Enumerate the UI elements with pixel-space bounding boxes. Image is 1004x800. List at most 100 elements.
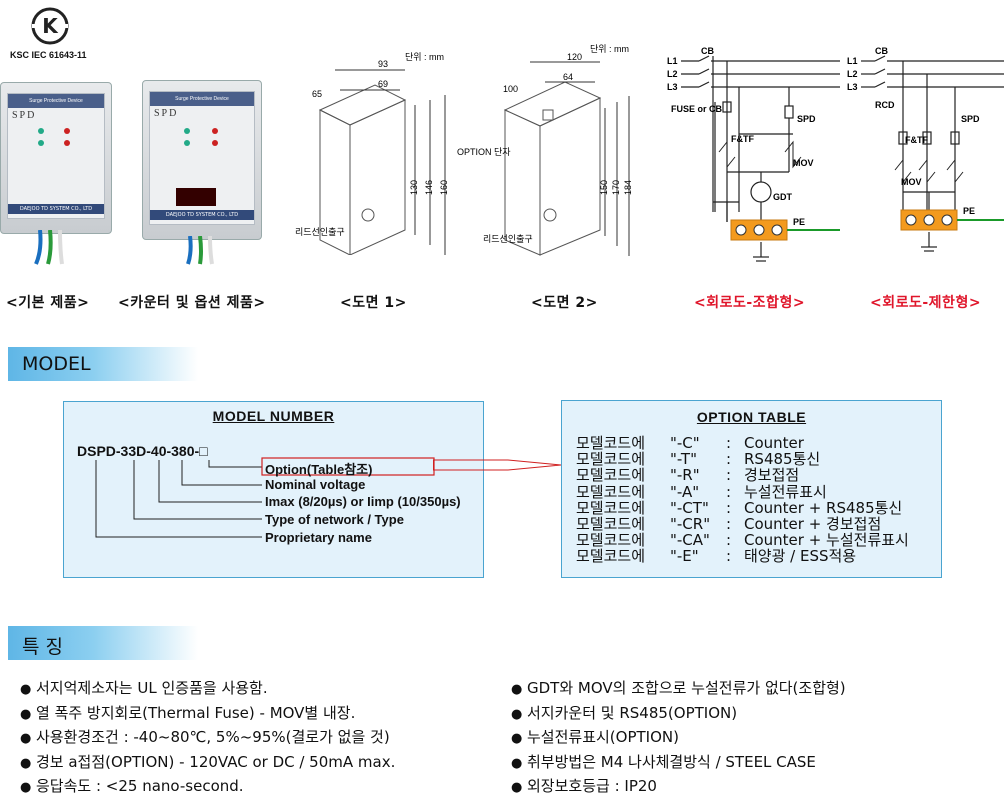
spd-label: SPD (797, 114, 816, 124)
led-red (212, 140, 218, 146)
feature-item: ●경보 a접점(OPTION) - 120VAC or DC / 50mA ma… (20, 751, 395, 776)
led-red (64, 128, 70, 134)
line-l3-label: L3 (847, 82, 858, 92)
led-red (64, 140, 70, 146)
dim-100: 100 (503, 84, 518, 94)
caption-basic-product: <기본 제품> (6, 295, 90, 311)
option-prefix: 모델코드에 (576, 547, 646, 566)
option-prefix: 모델코드에 (576, 531, 646, 550)
option-row: 모델코드에"-T":RS485통신 (576, 451, 909, 467)
model-number-heading: MODEL NUMBER (212, 408, 335, 424)
option-prefix: 모델코드에 (576, 434, 646, 452)
bullet-icon: ● (20, 755, 32, 771)
option-row: 모델코드에"-CR":Counter + 경보접점 (576, 516, 909, 532)
current-rating-label: Imax (8/20µs) or Iimp (10/350µs) (265, 494, 461, 509)
counter-product-image: Surge Protective Device SPD DAEJOO TD SY… (142, 80, 262, 240)
option-sep: : (726, 531, 732, 550)
option-code: "-A" (670, 482, 700, 501)
section-title: MODEL (22, 353, 91, 375)
circuit-diagram-limiting: L1 L2 L3 CB RCD SPD F&TF MOV PE (847, 46, 1004, 252)
option-desc: Counter + 누설전류표시 (744, 531, 909, 550)
ks-standard-label: KSC IEC 61643-11 (10, 50, 87, 60)
option-prefix: 모델코드에 (576, 482, 646, 501)
feature-text: 열 폭주 방지회로(Thermal Fuse) - MOV별 내장. (36, 703, 356, 722)
option-code: "-T" (670, 450, 697, 469)
feature-text: 사용환경조건 : -40~80℃, 5%~95%(결로가 없을 것) (36, 728, 390, 746)
option-sep: : (726, 482, 732, 501)
product-title: Surge Protective Device (150, 92, 254, 106)
bullet-icon: ● (20, 731, 32, 746)
caption-drawing-2: <도면 2> (531, 295, 598, 311)
feature-text: 누설전류표시(OPTION) (527, 728, 679, 746)
mov-label: MOV (793, 158, 814, 168)
led-green (184, 128, 190, 134)
option-desc: RS485통신 (744, 450, 821, 469)
spd-label: SPD (961, 114, 980, 124)
ks-cert-logo: K (31, 7, 69, 45)
option-row: 모델코드에"-CA":Counter + 누설전류표시 (576, 532, 909, 548)
caption-counter-product: <카운터 및 옵션 제품> (118, 295, 266, 311)
feature-item: ●누설전류표시(OPTION) (511, 726, 846, 751)
line-l2-label: L2 (667, 69, 678, 79)
model-code-leader-lines (95, 457, 435, 538)
unit-label: 단위 : mm (405, 52, 444, 62)
option-terminal-label: OPTION 단자 (457, 147, 511, 157)
option-code: "-CR" (670, 515, 711, 534)
option-code: "-CT" (670, 498, 709, 517)
maker-label: DAEJOO TD SYSTEM CO., LTD (8, 204, 104, 214)
option-desc: 태양광 / ESS적용 (744, 547, 857, 566)
product-lead-wires (34, 230, 64, 265)
option-sep: : (726, 498, 732, 517)
option-code: "-E" (670, 547, 699, 566)
option-desc: Counter + RS485통신 (744, 498, 903, 517)
lead-wire-outlet-label: 리드선인출구 (295, 227, 345, 237)
feature-text: 서지억제소자는 UL 인증품을 사용함. (36, 679, 268, 697)
section-header-features: 특 징 (8, 626, 198, 660)
caption-drawing-1: <도면 1> (340, 295, 407, 311)
feature-item: ●서지억제소자는 UL 인증품을 사용함. (20, 677, 395, 702)
bullet-icon: ● (511, 682, 523, 697)
bullet-icon: ● (511, 706, 523, 722)
option-prefix: 모델코드에 (576, 498, 646, 517)
mov-label: MOV (901, 177, 922, 187)
dim-146: 146 (424, 180, 434, 195)
feature-item: ● 사용환경조건 : -40~80℃, 5%~95%(결로가 없을 것) (20, 726, 395, 751)
lead-wire-outlet-label: 리드선인출구 (483, 234, 533, 244)
product-brand: SPD (12, 110, 37, 121)
feature-text: GDT와 MOV의 조합으로 누설전류가 없다(조합형) (527, 679, 846, 697)
surge-counter-display (176, 188, 216, 206)
option-prefix: 모델코드에 (576, 515, 646, 534)
line-l2-label: L2 (847, 69, 858, 79)
fuse-label: FUSE or CB (671, 104, 723, 114)
product-title: Surge Protective Device (8, 94, 104, 108)
option-row: 모델코드에"-R":경보접점 (576, 467, 909, 483)
bullet-icon: ● (511, 755, 523, 771)
option-connector (433, 459, 562, 471)
basic-product-image: Surge Protective Device SPD DAEJOO TD SY… (0, 82, 112, 234)
section-header-model: MODEL (8, 347, 198, 381)
feature-item: ●취부방법은 M4 나사체결방식 / STEEL CASE (511, 751, 846, 776)
unit-label: 단위 : mm (590, 44, 629, 54)
breaker-label: CB (875, 46, 888, 56)
option-code: "-R" (670, 466, 700, 485)
feature-item: ●응답속도 : <25 nano-second. (20, 775, 395, 800)
bullet-icon: ● (511, 780, 523, 795)
section-title: 특 징 (22, 636, 63, 658)
option-code: "-C" (670, 434, 700, 452)
dim-120: 120 (567, 52, 582, 62)
proprietary-name-label: Proprietary name (265, 530, 372, 545)
line-l1-label: L1 (667, 56, 678, 66)
option-desc: Counter (744, 434, 804, 452)
bullet-icon: ● (20, 780, 32, 795)
option-row: 모델코드에 "-CT": Counter + RS485통신 (576, 500, 909, 516)
features-list-right: ●GDT와 MOV의 조합으로 누설전류가 없다(조합형)●서지카운터 및 RS… (511, 677, 846, 800)
option-sep: : (726, 450, 732, 469)
pe-label: PE (963, 206, 975, 216)
option-sep: : (726, 466, 732, 485)
maker-label: DAEJOO TD SYSTEM CO., LTD (150, 210, 254, 220)
led-green (38, 128, 44, 134)
feature-item: ● GDT와 MOV의 조합으로 누설전류가 없다(조합형) (511, 677, 846, 702)
dim-69: 69 (378, 79, 388, 89)
